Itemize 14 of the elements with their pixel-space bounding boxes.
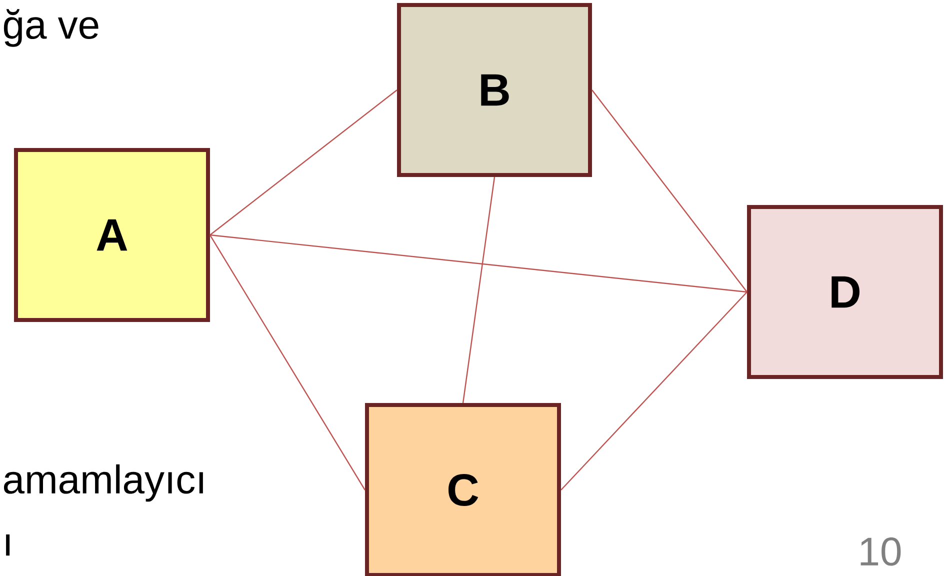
connector-line [210, 234, 366, 490]
square-box: B [397, 3, 592, 177]
square-box: C [365, 403, 561, 576]
connector-line [560, 292, 748, 490]
connector-line [210, 90, 398, 236]
square-box: D [747, 205, 943, 379]
connector-line [462, 176, 496, 404]
slide-text: ğa ve [4, 9, 98, 47]
page-number: 10 [860, 537, 901, 566]
connector-line [210, 234, 748, 293]
connector-line [592, 90, 748, 292]
square-box: A [14, 148, 210, 322]
slide-text: amamlayıcı [4, 464, 203, 502]
slide-text: ı [6, 534, 10, 556]
